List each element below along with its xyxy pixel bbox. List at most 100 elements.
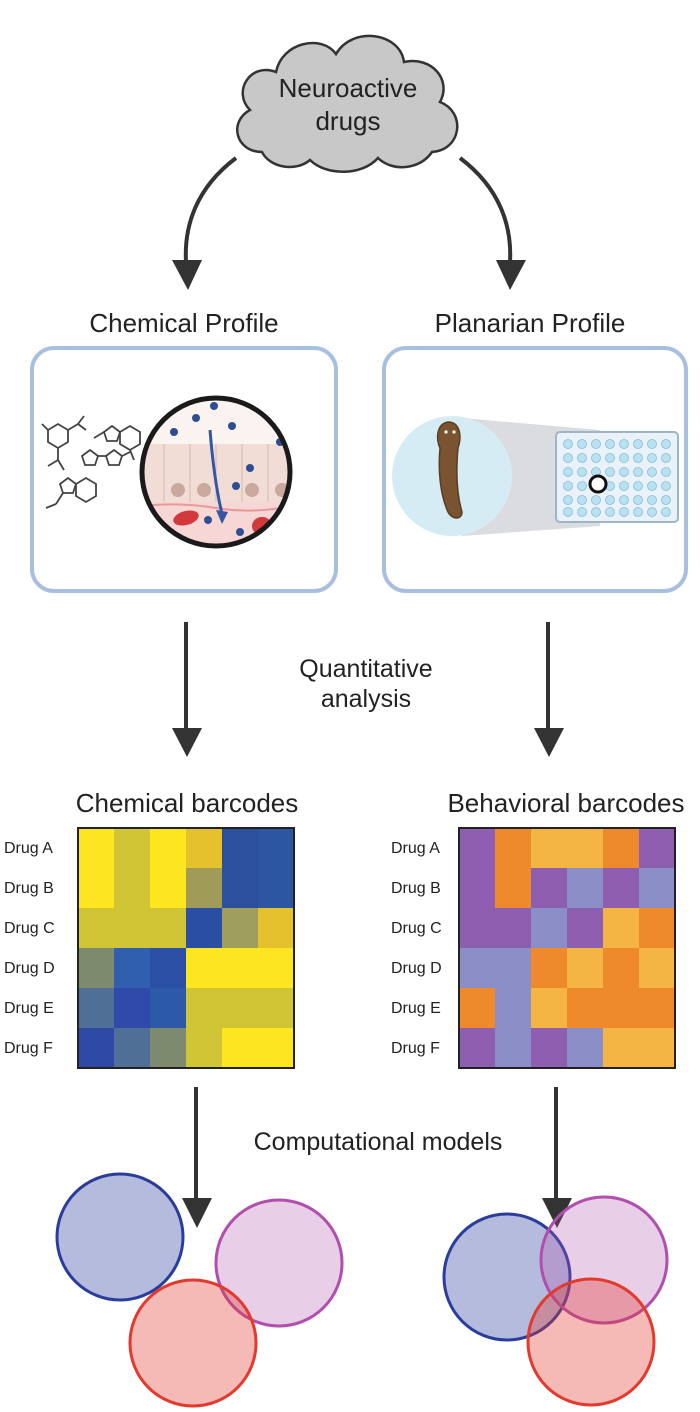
behavioral-row-label: Drug C [391,920,442,937]
chemical-cell-r4-c2 [150,988,187,1029]
quantitative-analysis-label-line2: analysis [321,685,411,713]
behavioral-cell-r0-c2 [531,828,568,869]
arrowhead-cloud-to-planarian [496,260,526,290]
chemical-cell-r5-c2 [150,1028,187,1069]
behavioral-cell-r3-c1 [495,948,532,989]
behavioral-cell-r2-c1 [495,908,532,949]
planarian-worm-icon [392,416,512,536]
arrowhead-planarian-to-barcodes [534,728,564,757]
chemical-cell-r5-c1 [114,1028,151,1069]
behavioral-cell-r4-c0 [459,988,496,1029]
behavioral-cell-r0-c0 [459,828,496,869]
chemical-row-label: Drug C [4,920,55,937]
behavioral-cell-r2-c5 [639,908,676,949]
chemical-cell-r4-c0 [78,988,115,1029]
behavioral-barcode-heatmap [458,827,676,1069]
chemical-cell-r1-c4 [222,868,259,909]
behavioral-barcodes-title: Behavioral barcodes [447,788,684,818]
chemical-cell-r4-c3 [186,988,223,1029]
chemical-cell-r1-c1 [114,868,151,909]
chemical-cell-r5-c4 [222,1028,259,1069]
behavioral-cell-r0-c3 [567,828,604,869]
chemical-cell-r1-c5 [258,868,295,909]
chemical-cell-r2-c1 [114,908,151,949]
chemical-cell-r3-c1 [114,948,151,989]
chemical-barcodes-title: Chemical barcodes [76,788,299,818]
behavioral-model-clusters [442,1195,669,1407]
behavioral-cell-r1-c2 [531,868,568,909]
chemical-cell-r0-c5 [258,828,295,869]
behavioral-cell-r1-c1 [495,868,532,909]
chemical-model-clusters [55,1172,344,1408]
behavioral-row-label: Drug D [391,960,442,977]
behavioral-cell-r2-c2 [531,908,568,949]
chemical-cell-r4-c1 [114,988,151,1029]
arrowhead-cloud-to-chemical [172,260,202,290]
chemical-cell-r5-c0 [78,1028,115,1069]
well-plate-icon [555,431,679,523]
chemical-cell-r0-c1 [114,828,151,869]
chemical-heatmap-border [77,827,295,1069]
chemical-cell-r2-c0 [78,908,115,949]
molecule-structures-icon [41,415,141,509]
chemical-cell-r3-c0 [78,948,115,989]
chemical-cell-r3-c5 [258,948,295,989]
chemical-cell-r5-c5 [258,1028,295,1069]
chemical-row-label: Drug A [4,840,53,857]
chemical-cell-r2-c2 [150,908,187,949]
chemical-cell-r3-c3 [186,948,223,989]
behavioral-row-label: Drug B [391,880,441,897]
behavioral-row-label: Drug A [391,840,440,857]
behavioral-cell-r3-c2 [531,948,568,989]
cell-membrane-magnifier-icon [139,395,293,549]
behavioral-heatmap-border [458,827,676,1069]
behavioral-cell-r1-c0 [459,868,496,909]
behavioral-cell-r4-c1 [495,988,532,1029]
chemical-cell-r1-c0 [78,868,115,909]
chemical-cell-r0-c0 [78,828,115,869]
behavioral-cell-r2-c3 [567,908,604,949]
chemical-row-label: Drug B [4,880,54,897]
cloud-label-line2: drugs [315,106,380,136]
behavioral-cell-r5-c5 [639,1028,676,1069]
behavioral-cell-r5-c0 [459,1028,496,1069]
behavioral-cell-r3-c4 [603,948,640,989]
behavioral-row-label: Drug F [391,1040,440,1057]
arrowhead-behavioral-to-models [542,1198,572,1228]
cloud-label-line1: Neuroactive [279,73,418,103]
computational-models-label: Computational models [254,1128,503,1156]
arrow-cloud-to-planarian [458,156,513,263]
behavioral-row-label: Drug E [391,1000,441,1017]
chemical-cell-r4-c4 [222,988,259,1029]
behavioral-cell-r3-c0 [459,948,496,989]
behavioral-cell-r4-c5 [639,988,676,1029]
chemical-row-label: Drug F [4,1040,53,1057]
behavioral-cell-r5-c4 [603,1028,640,1069]
behavioral-cell-r1-c4 [603,868,640,909]
behavioral-cell-r0-c5 [639,828,676,869]
neuroactive-drugs-cloud: Neuroactive drugs [235,34,459,173]
arrowhead-chemical-to-barcodes [172,728,202,757]
chemical-barcode-heatmap [77,827,295,1069]
chemical-cell-r4-c5 [258,988,295,1029]
behavioral-cell-r1-c5 [639,868,676,909]
behavioral-cell-r1-c3 [567,868,604,909]
chemical-profile-title: Chemical Profile [89,308,278,338]
behavioral-cell-r4-c3 [567,988,604,1029]
behavioral-cell-r5-c1 [495,1028,532,1069]
chemical-row-label: Drug E [4,1000,54,1017]
arrowhead-chemical-to-models [182,1198,212,1228]
arrow-cloud-to-chemical [183,156,238,263]
behavioral-cell-r2-c0 [459,908,496,949]
chemical-cell-r2-c4 [222,908,259,949]
behavioral-cell-r4-c2 [531,988,568,1029]
behavioral-cell-r5-c2 [531,1028,568,1069]
planarian-profile-panel [382,346,688,593]
behavioral-cell-r2-c4 [603,908,640,949]
chemical-cell-r0-c2 [150,828,187,869]
behavioral-cell-r0-c4 [603,828,640,869]
chemical-cell-r2-c5 [258,908,295,949]
chemical-cell-r0-c3 [186,828,223,869]
